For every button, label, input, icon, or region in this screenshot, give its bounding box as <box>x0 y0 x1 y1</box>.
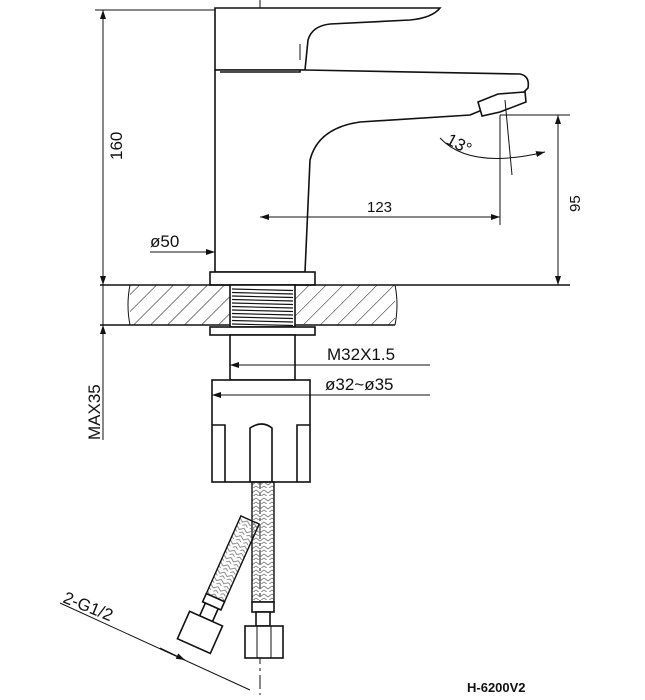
dim-base-diameter-label: ø50 <box>150 232 179 251</box>
thread-line <box>231 295 294 299</box>
thread-line <box>231 302 294 306</box>
base-flange <box>209 271 316 286</box>
deck-section <box>100 284 570 326</box>
dim-max-deck-label: MAX35 <box>85 384 104 440</box>
thread-line <box>231 298 294 302</box>
dim-spout-height-label: 95 <box>567 195 584 212</box>
thread-line <box>231 305 294 309</box>
fixing-nut <box>211 379 311 483</box>
handle <box>214 7 442 71</box>
dim-hole-diameter-label: ø32~ø35 <box>325 375 394 394</box>
thread-line <box>231 291 294 295</box>
faucet-body <box>209 69 530 286</box>
hose-nut-right <box>244 625 284 659</box>
thread-line <box>231 316 294 320</box>
dimensions <box>59 9 570 691</box>
aerator <box>477 91 527 117</box>
thread-line <box>231 288 294 292</box>
dim-height-label: 160 <box>107 132 126 160</box>
nut-washer <box>209 326 316 336</box>
dim-spout-angle-label: 13° <box>443 130 475 159</box>
dim-spout-reach-label: 123 <box>367 199 392 216</box>
thread-line <box>231 312 294 316</box>
thread-line <box>231 319 294 323</box>
thread-line <box>231 323 294 327</box>
hose-nut-left <box>176 610 224 655</box>
thread-line <box>231 309 294 313</box>
threaded-shank <box>209 284 316 483</box>
dim-thread-label: M32X1.5 <box>327 345 395 364</box>
model-number: H-6200V2 <box>467 680 526 695</box>
supply-hoses <box>176 481 284 659</box>
dim-hose-connection-label: 2-G1/2 <box>61 588 116 625</box>
